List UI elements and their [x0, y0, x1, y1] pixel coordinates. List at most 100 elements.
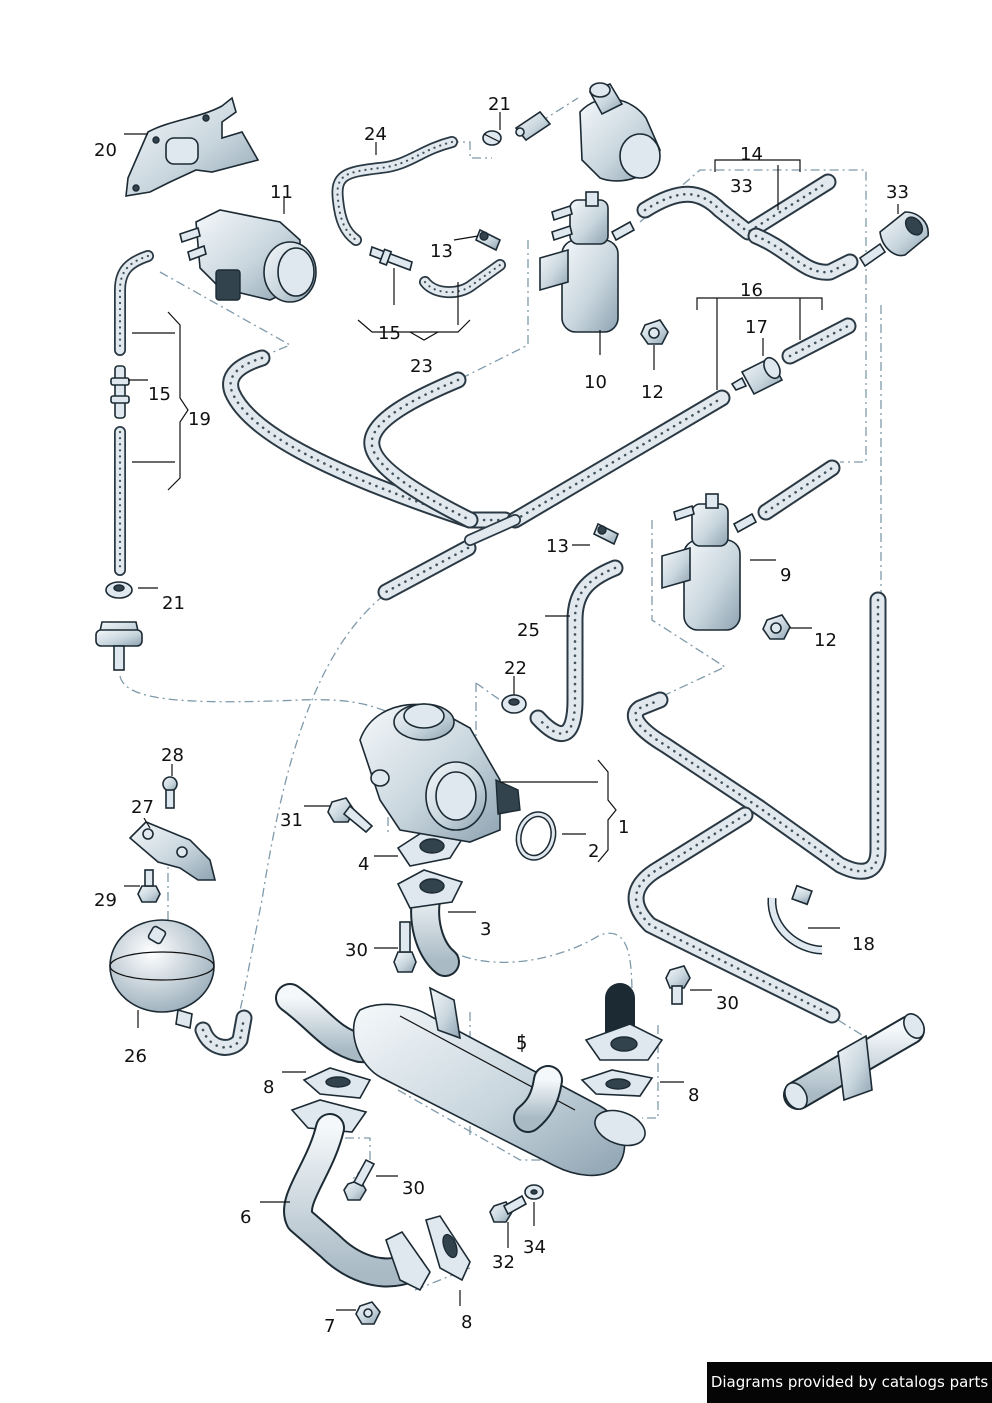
nut-12-top — [640, 319, 669, 345]
callout-1: 1 — [618, 817, 629, 838]
screw-29 — [137, 869, 161, 903]
callout-6: 6 — [240, 1207, 251, 1228]
callout-14: 14 — [740, 144, 763, 165]
callout-33-left: 33 — [730, 176, 753, 197]
washer-34 — [524, 1184, 544, 1200]
callout-21-top: 21 — [488, 94, 511, 115]
clamp-21-top — [482, 130, 502, 146]
hose-23 — [419, 259, 506, 299]
nut-7 — [355, 1301, 381, 1325]
connector-15-left — [110, 365, 130, 419]
exhaust-pipe-6 — [283, 1099, 431, 1292]
callout-33-right: 33 — [886, 182, 909, 203]
hose-14 — [636, 173, 859, 281]
connector-15-top — [369, 245, 413, 272]
solenoid-valve-11 — [179, 209, 317, 303]
callout-8-c: 8 — [461, 1312, 472, 1333]
connector-13-mid — [592, 522, 620, 546]
small-parts — [95, 96, 929, 1325]
check-valve-21-top — [514, 110, 552, 142]
callout-15-left: 15 — [148, 384, 171, 405]
callout-28: 28 — [161, 745, 184, 766]
check-valve-33 — [858, 211, 929, 268]
nut-12-mid — [762, 614, 791, 640]
callout-22: 22 — [504, 658, 527, 679]
callout-30-c: 30 — [402, 1178, 425, 1199]
callout-15-top: 15 — [378, 323, 401, 344]
hose-19-upper — [114, 250, 154, 356]
callout-12-mid: 12 — [814, 630, 837, 651]
callout-29: 29 — [94, 890, 117, 911]
clamp-22 — [501, 694, 527, 714]
hose-harness-main — [222, 349, 731, 601]
callout-5: 5 — [516, 1033, 527, 1054]
cable-tie-18 — [767, 884, 823, 955]
bolt-31 — [327, 797, 374, 834]
callout-3: 3 — [480, 919, 491, 940]
callout-26: 26 — [124, 1046, 147, 1067]
tee-connector — [783, 1013, 925, 1110]
o-ring-2 — [515, 811, 557, 861]
bracket-20 — [125, 96, 260, 197]
callout-24: 24 — [364, 124, 387, 145]
callout-16: 16 — [740, 280, 763, 301]
pressure-converter-9 — [661, 493, 758, 631]
pipe-flange-top-right — [584, 983, 664, 1061]
pipe-3 — [396, 869, 464, 977]
filter-17 — [730, 356, 784, 396]
hose-harness-right — [626, 591, 887, 1024]
callout-23: 23 — [410, 356, 433, 377]
callout-27: 27 — [131, 797, 154, 818]
callout-21-left: 21 — [162, 593, 185, 614]
gasket-8-c — [425, 1215, 471, 1282]
callout-34: 34 — [523, 1237, 546, 1258]
egr-valve-1 — [359, 703, 521, 843]
vacuum-unit-top — [579, 82, 661, 182]
connector-13-top — [474, 228, 502, 252]
callout-numbers: 20 11 24 21 13 15 23 10 12 14 33 33 16 1… — [94, 94, 909, 1337]
callout-10: 10 — [584, 372, 607, 393]
vacuum-hoses — [114, 136, 887, 1056]
callout-18: 18 — [852, 934, 875, 955]
screw-28 — [162, 776, 178, 809]
callout-13-mid: 13 — [546, 536, 569, 557]
callout-12-top: 12 — [641, 382, 664, 403]
bolt-30-b — [665, 965, 691, 1005]
bolt-32 — [489, 1194, 528, 1223]
callout-17: 17 — [745, 317, 768, 338]
hose-25 — [529, 559, 624, 742]
gasket-8-b — [580, 1069, 654, 1097]
leader-lines — [124, 112, 899, 1311]
filter-21-left — [95, 621, 143, 671]
callout-30-b: 30 — [716, 993, 739, 1014]
callout-31: 31 — [280, 810, 303, 831]
major-components — [179, 82, 925, 1292]
pressure-converter-10 — [539, 191, 636, 333]
callout-8-b: 8 — [688, 1085, 699, 1106]
callout-19: 19 — [188, 409, 211, 430]
callout-32: 32 — [492, 1252, 515, 1273]
bolt-30-a — [393, 921, 417, 973]
hose-9-upper — [757, 459, 841, 521]
hose-16 — [781, 317, 857, 365]
bracket-27 — [128, 821, 217, 881]
bolt-30-c — [343, 1158, 376, 1201]
hose-24 — [331, 136, 458, 246]
vacuum-reservoir-26 — [109, 919, 215, 1030]
hose-26 — [194, 1009, 253, 1056]
gasket-8-a — [302, 1067, 372, 1099]
callout-4: 4 — [358, 854, 369, 875]
egr-cooler-5 — [275, 983, 646, 1177]
callout-7: 7 — [324, 1316, 335, 1337]
callout-11: 11 — [270, 182, 293, 203]
callout-20: 20 — [94, 140, 117, 161]
callout-13-top: 13 — [430, 241, 453, 262]
callout-25: 25 — [517, 620, 540, 641]
clamp-21-left — [105, 581, 133, 599]
callout-2: 2 — [588, 841, 599, 862]
callout-30-a: 30 — [345, 940, 368, 961]
callout-9: 9 — [780, 565, 791, 586]
callout-8-a: 8 — [263, 1077, 274, 1098]
footer-banner: Diagrams provided by catalogs parts — [707, 1362, 992, 1403]
